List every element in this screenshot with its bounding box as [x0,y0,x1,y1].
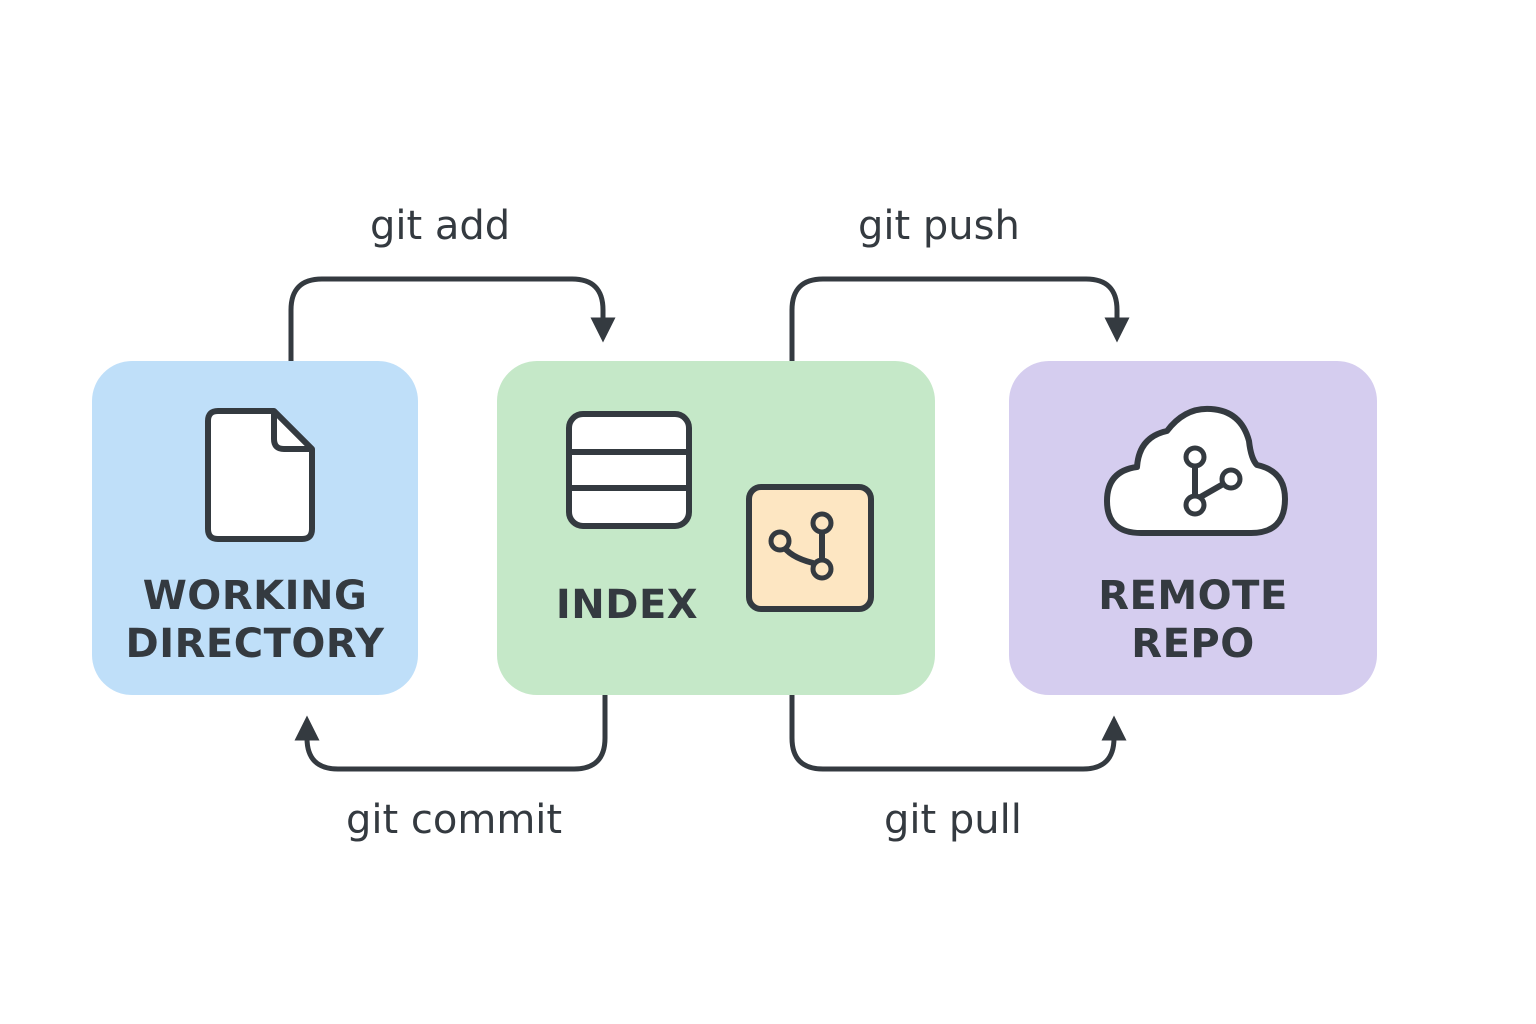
arrow-git-commit [294,695,608,772]
working-directory-line1: WORKING [142,573,368,619]
index-box: INDEX [497,361,935,695]
file-icon [205,408,315,542]
working-directory-line2: DIRECTORY [125,621,385,667]
working-directory-box: WORKING DIRECTORY [92,361,418,695]
git-pull-label: git pull [884,797,1022,843]
branch-icon [746,484,874,612]
git-commit-label: git commit [346,797,563,843]
table-icon [566,411,692,529]
working-directory-label: WORKING DIRECTORY [92,572,418,668]
index-label: INDEX [555,582,699,628]
arrow-git-pull [789,695,1127,772]
remote-repo-box: REMOTE REPO [1009,361,1377,695]
arrow-git-push [789,276,1130,361]
arrow-git-add [288,276,616,361]
cloud-branch-icon [1104,405,1288,536]
git-push-label: git push [858,203,1020,249]
remote-repo-label: REMOTE REPO [1009,572,1377,668]
git-add-label: git add [370,203,511,249]
remote-repo-line2: REPO [1131,621,1255,667]
remote-repo-line1: REMOTE [1098,573,1288,619]
